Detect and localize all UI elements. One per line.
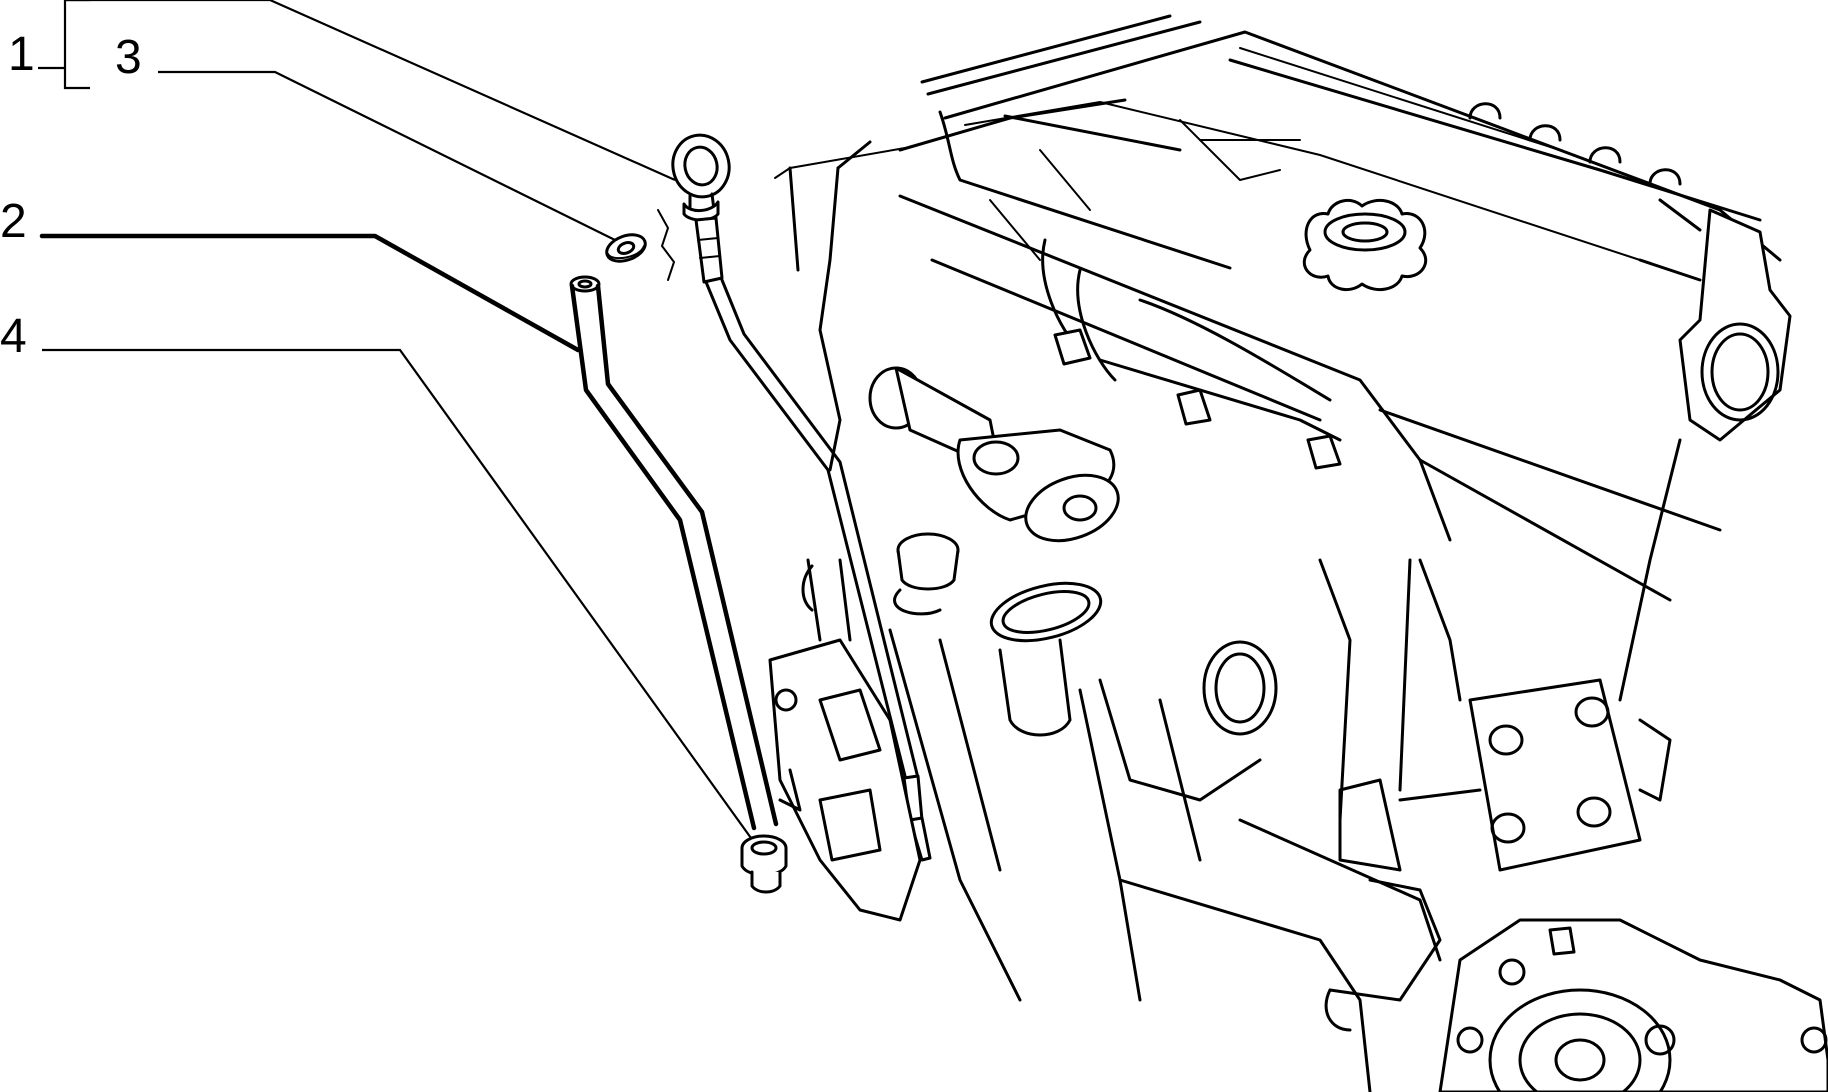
leader-line-4 [42, 348, 757, 846]
leader-line-3 [158, 70, 616, 241]
callout-labels: 1 3 2 4 [0, 28, 142, 363]
crank-pulley-cover [1438, 918, 1828, 1092]
mounting-plate [1468, 678, 1672, 872]
callout-label-3[interactable]: 3 [115, 31, 142, 84]
leader-line-1 [65, 0, 676, 182]
water-outlet-elbow [868, 366, 1120, 543]
guide-tube-part-2[interactable] [569, 275, 779, 831]
callout-label-4[interactable]: 4 [0, 310, 27, 363]
callout-label-1[interactable]: 1 [8, 28, 35, 81]
leader-lines [38, 0, 757, 846]
seal-part-3[interactable] [603, 230, 649, 266]
leader-bracket-1 [38, 0, 90, 90]
engine-block-illustration [768, 14, 1828, 1092]
grommet-part-4[interactable] [740, 834, 788, 894]
oil-filler-cap [1302, 198, 1428, 292]
leader-line-2 [39, 233, 581, 353]
callout-label-2[interactable]: 2 [0, 195, 27, 248]
